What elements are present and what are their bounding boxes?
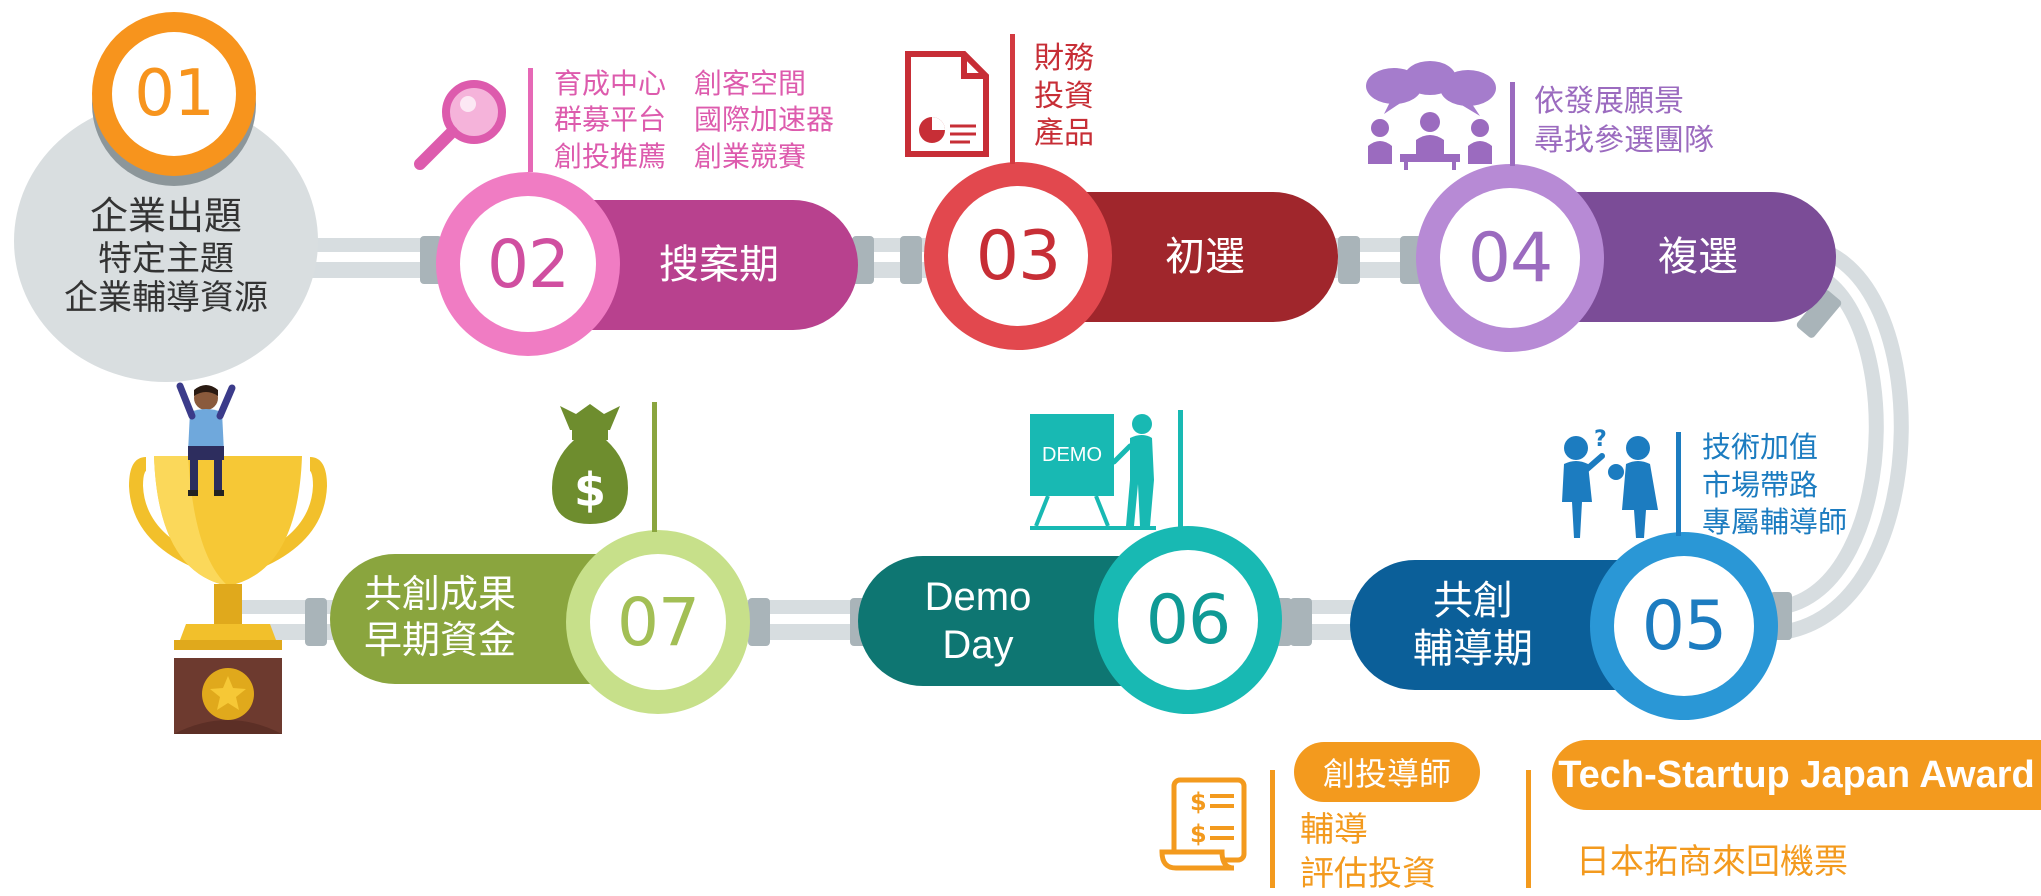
trophy-icon (128, 382, 328, 734)
step-05-divider (1676, 432, 1681, 536)
award-badge: Tech-Startup Japan Award (1552, 740, 2041, 810)
award-divider (1526, 770, 1531, 888)
step-02-note-2: 群募平台 國際加速器 (554, 104, 835, 136)
step-05-line-1: 共創 (1433, 579, 1513, 623)
step-03-number-circle: 03 (924, 162, 1112, 350)
step-05-line-2: 輔導期 (1413, 627, 1533, 671)
step-07-line-2: 早期資金 (363, 620, 516, 662)
step-02-notes: 育成中心 創客空間 群募平台 國際加速器 創投推薦 創業競賽 (554, 66, 834, 175)
step-05-number: 05 (1641, 586, 1728, 666)
step-05-notes: 技術加值 市場帶路 專屬輔導師 (1702, 430, 1847, 543)
svg-text:$: $ (1190, 820, 1207, 848)
step-03-notes: 財務 投資 產品 (1034, 40, 1094, 153)
step-02-note-1: 育成中心 創客空間 (554, 68, 807, 99)
award-note: 日本拓商來回機票 (1576, 840, 1848, 884)
svg-text:$: $ (1190, 788, 1207, 816)
step-07-number-circle: 07 (566, 530, 750, 714)
step-05-note-2: 市場帶路 (1702, 469, 1819, 502)
step-03-note-2: 投資 (1034, 79, 1094, 113)
meeting-icon (1366, 61, 1496, 170)
mentor-badge: 創投導師 (1294, 742, 1480, 802)
step-06-line-1: Demo (924, 575, 1032, 619)
step-02-note-3: 創投推薦 創業競賽 (554, 140, 807, 172)
step-06-divider (1178, 410, 1183, 530)
step-04-number-circle: 04 (1416, 164, 1604, 352)
svg-text:$: $ (574, 463, 606, 517)
magnifier-icon (414, 80, 506, 170)
step-04-note-1: 依發展願景 (1534, 85, 1684, 118)
presentation-board: DEMO (1030, 414, 1114, 496)
step-04-divider (1510, 82, 1515, 166)
presentation-icon: DEMO (1026, 410, 1176, 530)
report-icon (905, 51, 989, 157)
award-badge-text: Tech-Startup Japan Award (1558, 753, 2035, 796)
mentor-notes: 輔導 評估投資 (1300, 808, 1436, 896)
step-04-number: 04 (1467, 218, 1554, 298)
step-04-label: 複選 (1658, 235, 1738, 279)
mentor-badge-text: 創投導師 (1322, 756, 1451, 792)
mentor-divider (1270, 770, 1275, 888)
step-01-number: 01 (134, 57, 214, 131)
step-03-note-3: 產品 (1034, 117, 1094, 150)
discussion-icon: ? (1562, 427, 1658, 538)
step-07-number: 07 (617, 583, 700, 661)
mentor-note-1: 輔導 (1300, 811, 1368, 849)
step-05-note-3: 專屬輔導師 (1702, 507, 1848, 540)
presentation-board-text: DEMO (1042, 443, 1102, 466)
step-01-line-3: 企業輔導資源 (64, 278, 268, 317)
step-02-divider (528, 68, 533, 172)
step-06-line-2: Day (942, 623, 1014, 667)
step-01-line-1: 企業出題 (89, 196, 242, 238)
step-03-divider (1010, 34, 1015, 164)
certificate-icon: $ $ (1159, 777, 1247, 871)
step-06-number: 06 (1145, 580, 1232, 660)
step-02-number: 02 (487, 225, 570, 303)
step-05-note-1: 技術加值 (1702, 432, 1819, 464)
svg-text:?: ? (1594, 427, 1607, 452)
step-01-text: 企業出題 特定主題 企業輔導資源 (14, 196, 318, 318)
step-01-line-2: 特定主題 (98, 239, 234, 278)
step-01-number-circle: 01 (92, 12, 256, 176)
step-02-number-circle: 02 (436, 172, 620, 356)
award-note-text: 日本拓商來回機票 (1576, 843, 1848, 881)
step-03-number: 03 (975, 216, 1062, 296)
step-03-note-1: 財務 (1034, 42, 1094, 75)
money-bag-icon: $ (552, 404, 628, 524)
step-05-number-circle: 05 (1590, 532, 1778, 720)
step-04-note-2: 尋找參選團隊 (1534, 124, 1714, 157)
step-03-label: 初選 (1165, 235, 1245, 279)
step-02-label: 搜案期 (659, 243, 779, 287)
step-07-divider (652, 402, 657, 532)
step-06-number-circle: 06 (1094, 526, 1282, 714)
mentor-note-2: 評估投資 (1300, 855, 1436, 894)
step-07-line-1: 共創成果 (363, 574, 516, 617)
step-04-notes: 依發展願景 尋找參選團隊 (1534, 82, 1714, 160)
